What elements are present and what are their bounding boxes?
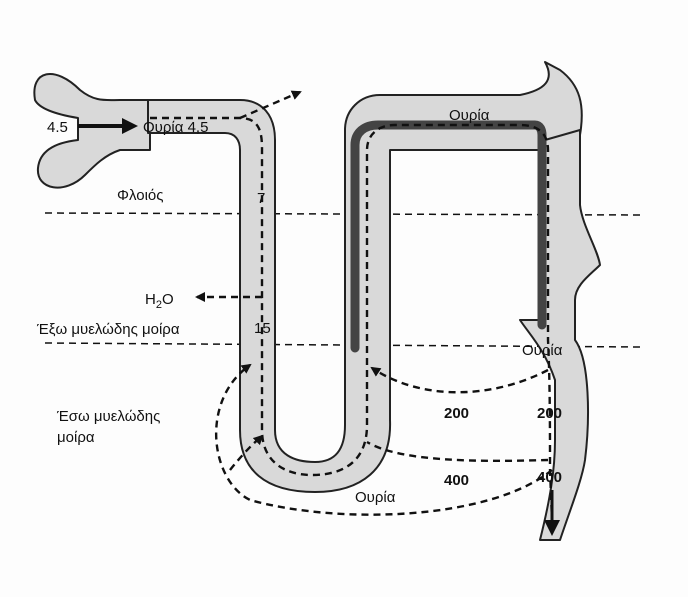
inner-medulla-label-line1: Έσω μυελώδης	[56, 408, 160, 425]
duct-400-label: 400	[537, 469, 562, 486]
concentration-15-label: 15	[254, 320, 271, 337]
interstitium-200-label: 200	[444, 405, 469, 422]
cortex-label: Φλοιός	[117, 187, 164, 204]
input-value-label: 4.5	[47, 119, 68, 136]
urea-recycle-outer-arrow	[215, 363, 553, 516]
inner-medulla-label-line2: μοίρα	[57, 429, 95, 446]
urea-exit-arrow	[239, 90, 302, 120]
urea-recycle-400-arrow	[366, 440, 549, 463]
urea-collecting-label: Ουρία	[522, 342, 563, 359]
urea-recycle-200-arrow	[370, 366, 549, 394]
interstitium-400-label: 400	[444, 472, 469, 489]
water-label: H2O	[145, 291, 174, 311]
urea-distal-label: Ουρία	[449, 107, 490, 124]
nephron-tubule	[147, 61, 583, 493]
concentration-7-label: 7	[257, 190, 265, 207]
urea-bowman-label: Ουρία 4,5	[143, 119, 208, 136]
duct-200-label: 200	[537, 405, 562, 422]
collecting-duct	[519, 129, 601, 541]
urea-bottom-label: Ουρία	[355, 489, 396, 506]
tubular-flow-path	[150, 116, 554, 521]
outer-medulla-label: Έξω μυελώδης μοίρα	[36, 321, 180, 338]
